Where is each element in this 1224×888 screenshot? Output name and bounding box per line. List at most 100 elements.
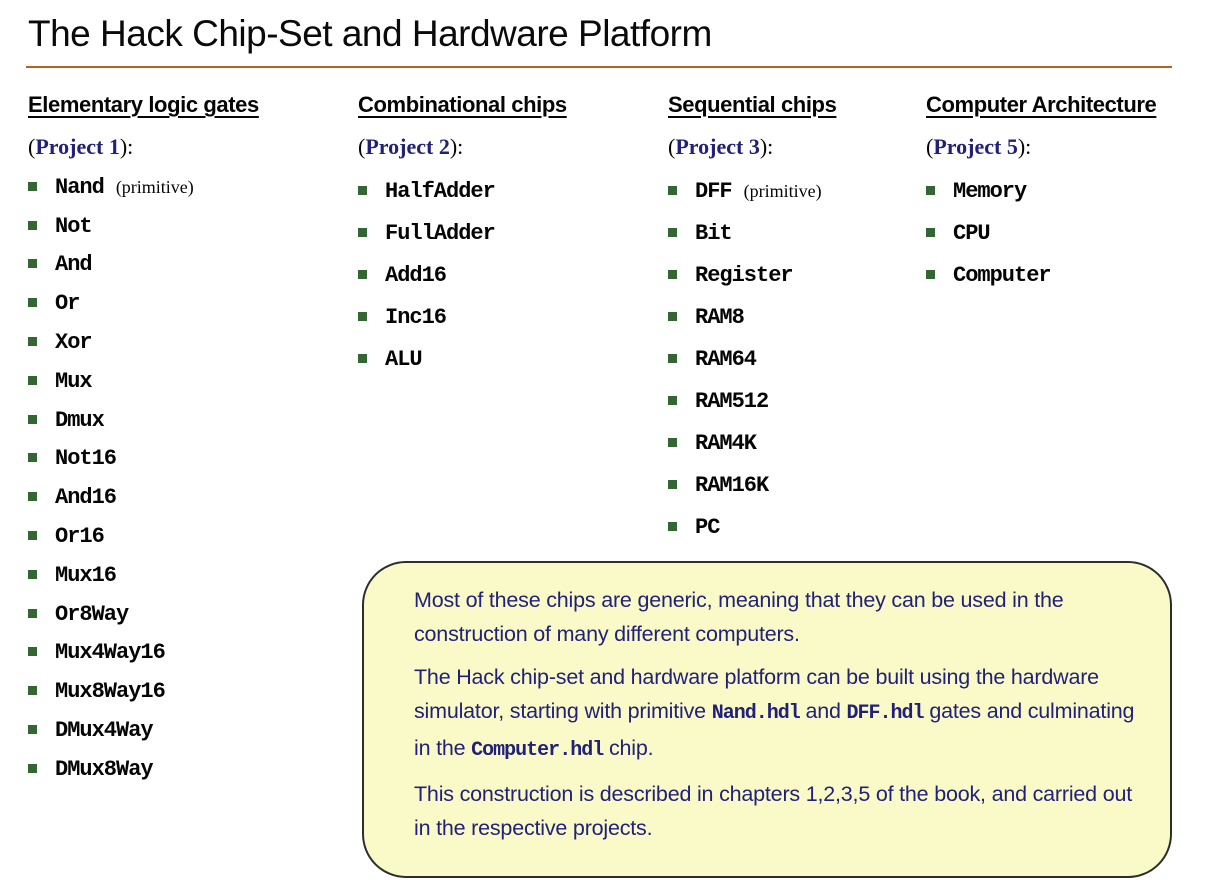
chip-list-item: Mux8Way16 (28, 672, 348, 711)
project-paren-open: ( (358, 134, 366, 159)
chip-list-item: Register (668, 254, 918, 296)
chip-name: Not16 (55, 446, 117, 472)
bullet-square-icon (28, 181, 37, 191)
note-box: Most of these chips are generic, meaning… (362, 561, 1172, 878)
project-paren-close: ): (1017, 134, 1032, 159)
chip-name: Computer (953, 262, 1052, 288)
chip-name: Mux4Way16 (55, 640, 166, 666)
chip-list-item: Bit (668, 212, 918, 254)
chip-list-item: DFF (primitive) (668, 170, 918, 212)
chip-name: PC (695, 514, 720, 540)
bullet-square-icon (28, 608, 37, 618)
chip-name: RAM16K (695, 472, 769, 498)
chip-name: Mux16 (55, 562, 117, 588)
chip-name: Mux8Way16 (55, 679, 166, 705)
bullet-square-icon (28, 686, 37, 696)
bullet-square-icon (358, 227, 367, 237)
chip-list-item: DMux8Way (28, 750, 348, 789)
bullet-square-icon (28, 647, 37, 657)
project-paren-close: ): (759, 134, 774, 159)
chip-list-item: RAM4K (668, 422, 918, 464)
note-text: gates and culminating in the (414, 699, 1135, 760)
project-name: Project 5 (933, 134, 1018, 159)
chip-name: DMux4Way (55, 718, 154, 744)
chip-list-item: Computer (926, 254, 1216, 296)
chip-list-item: ALU (358, 338, 658, 380)
chip-list-item: PC (668, 506, 918, 548)
chip-name: DFF (695, 178, 733, 204)
chip-note: (primitive) (743, 180, 822, 201)
chip-list-item: And (28, 246, 348, 285)
bullet-square-icon (28, 492, 37, 502)
bullet-square-icon (28, 531, 37, 541)
bullet-square-icon (358, 185, 367, 195)
code-chip-filename: Computer.hdl (471, 739, 604, 762)
project-label: (Project 2): (358, 132, 658, 162)
bullet-square-icon (926, 269, 935, 279)
chip-name: Or16 (55, 524, 105, 550)
chip-list-item: Not16 (28, 440, 348, 479)
chip-note: (primitive) (115, 176, 194, 197)
chip-list-item: RAM16K (668, 464, 918, 506)
chip-list-item: CPU (926, 212, 1216, 254)
bullet-square-icon (28, 220, 37, 230)
bullet-square-icon (668, 521, 677, 531)
chip-name: FullAdder (385, 220, 496, 246)
chip-name: Nand (55, 174, 105, 200)
chip-column-1: Elementary logic gates (Project 1): Nand… (28, 92, 348, 789)
bullet-square-icon (668, 395, 677, 405)
chip-name: ALU (385, 346, 423, 372)
project-paren-close: ): (119, 134, 134, 159)
chip-list: DFF (primitive) Bit Register RAM8 RAM64 … (668, 170, 918, 548)
bullet-square-icon (28, 725, 37, 735)
code-chip-filename: Nand.hdl (711, 702, 801, 725)
project-paren-open: ( (668, 134, 676, 159)
chip-list: Memory CPU Computer (926, 170, 1216, 296)
page-title: The Hack Chip-Set and Hardware Platform (28, 13, 712, 54)
chip-column-2: Combinational chips (Project 2): HalfAdd… (358, 92, 658, 380)
chip-name: RAM8 (695, 304, 745, 330)
project-label: (Project 1): (28, 132, 348, 162)
chip-list-item: Xor (28, 323, 348, 362)
chip-list-item: Or8Way (28, 595, 348, 634)
chip-name: RAM512 (695, 388, 769, 414)
title-rule (26, 66, 1172, 68)
chip-list-item: Mux16 (28, 556, 348, 595)
chip-name: RAM4K (695, 430, 757, 456)
chip-name: Inc16 (385, 304, 447, 330)
note-text: This construction is described in chapte… (414, 782, 1133, 840)
bullet-square-icon (28, 259, 37, 269)
note-paragraph-2: The Hack chip-set and hardware platform … (414, 660, 1136, 768)
chip-list: Nand (primitive) Not And Or Xor Mux Dmux… (28, 168, 348, 789)
note-text: and (799, 699, 847, 723)
bullet-square-icon (28, 298, 37, 308)
project-paren-open: ( (926, 134, 934, 159)
chip-list-item: Memory (926, 170, 1216, 212)
chip-list-item: Mux (28, 362, 348, 401)
chip-column-3: Sequential chips (Project 3): DFF (primi… (668, 92, 918, 548)
bullet-square-icon (358, 311, 367, 321)
chip-name: Or (55, 291, 80, 317)
chip-name: Not (55, 213, 93, 239)
chip-name: DMux8Way (55, 756, 154, 782)
bullet-square-icon (28, 414, 37, 424)
project-label: (Project 3): (668, 132, 918, 162)
chip-list-item: Or (28, 284, 348, 323)
bullet-square-icon (668, 227, 677, 237)
bullet-square-icon (668, 353, 677, 363)
chip-list-item: Mux4Way16 (28, 634, 348, 673)
bullet-square-icon (28, 453, 37, 463)
chip-list-item: Not (28, 207, 348, 246)
chip-list-item: RAM8 (668, 296, 918, 338)
bullet-square-icon (358, 353, 367, 363)
bullet-square-icon (926, 185, 935, 195)
note-paragraph-1: Most of these chips are generic, meaning… (414, 583, 1136, 651)
chip-column-4: Computer Architecture (Project 5): Memor… (926, 92, 1216, 296)
chip-name: CPU (953, 220, 991, 246)
project-name: Project 3 (675, 134, 760, 159)
chip-list-item: FullAdder (358, 212, 658, 254)
column-header: Elementary logic gates (28, 92, 259, 117)
note-text: Most of these chips are generic, meaning… (414, 588, 1064, 646)
chip-name: HalfAdder (385, 178, 496, 204)
